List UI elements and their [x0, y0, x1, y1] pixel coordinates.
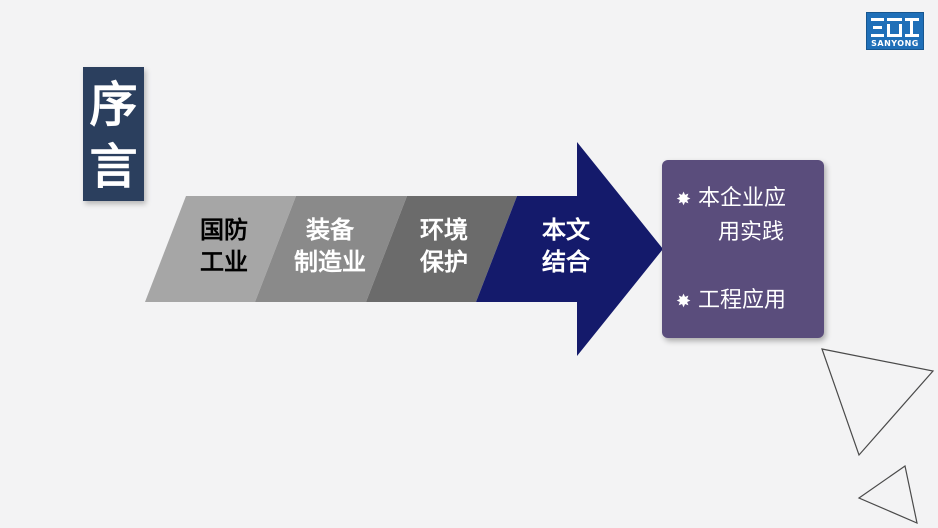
step-label-defense-line2: 工业 [200, 248, 248, 276]
decor-triangle-large [821, 348, 935, 457]
step-arrow-combined [476, 142, 663, 356]
result-box: ✸ 本企业应 用实践 ✸ 工程应用 [662, 160, 824, 338]
result-item-practice: ✸ 本企业应 [676, 182, 786, 217]
step-label-environment-line1: 环境 [420, 216, 468, 244]
step-shape-environment [366, 196, 517, 302]
step-shape-manufacturing [255, 196, 407, 302]
step-label-environment-line2: 保护 [420, 248, 468, 276]
step-label-combined: 本文 结合 [534, 214, 598, 278]
title-box: 序 言 [83, 67, 144, 201]
result-item-practice-line2: 用实践 [718, 220, 785, 245]
result-item-engineering-text: 工程应用 [698, 288, 787, 313]
title-char-2: 言 [89, 139, 138, 195]
step-label-defense-line1: 国防 [200, 216, 248, 244]
step-label-combined-line1: 本文 [542, 216, 590, 244]
step-label-environment: 环境 保护 [412, 214, 476, 278]
result-item-engineering: ✸ 工程应用 [676, 284, 786, 319]
title-char-1: 序 [89, 77, 138, 133]
logo-mark-icon [871, 18, 919, 37]
company-logo: SANYONG [866, 12, 924, 50]
step-label-combined-line2: 结合 [542, 248, 590, 276]
star-burst-icon: ✸ [676, 189, 692, 210]
star-burst-icon: ✸ [676, 291, 692, 312]
result-item-practice-line1: 本企业应 [698, 186, 787, 211]
logo-text: SANYONG [871, 39, 919, 48]
decor-triangle-small [857, 464, 918, 525]
step-label-manufacturing-line1: 装备 [306, 216, 354, 244]
step-label-defense: 国防 工业 [192, 214, 256, 278]
step-shape-defense [145, 196, 296, 302]
step-label-manufacturing-line2: 制造业 [294, 248, 366, 276]
step-label-manufacturing: 装备 制造业 [283, 214, 377, 278]
